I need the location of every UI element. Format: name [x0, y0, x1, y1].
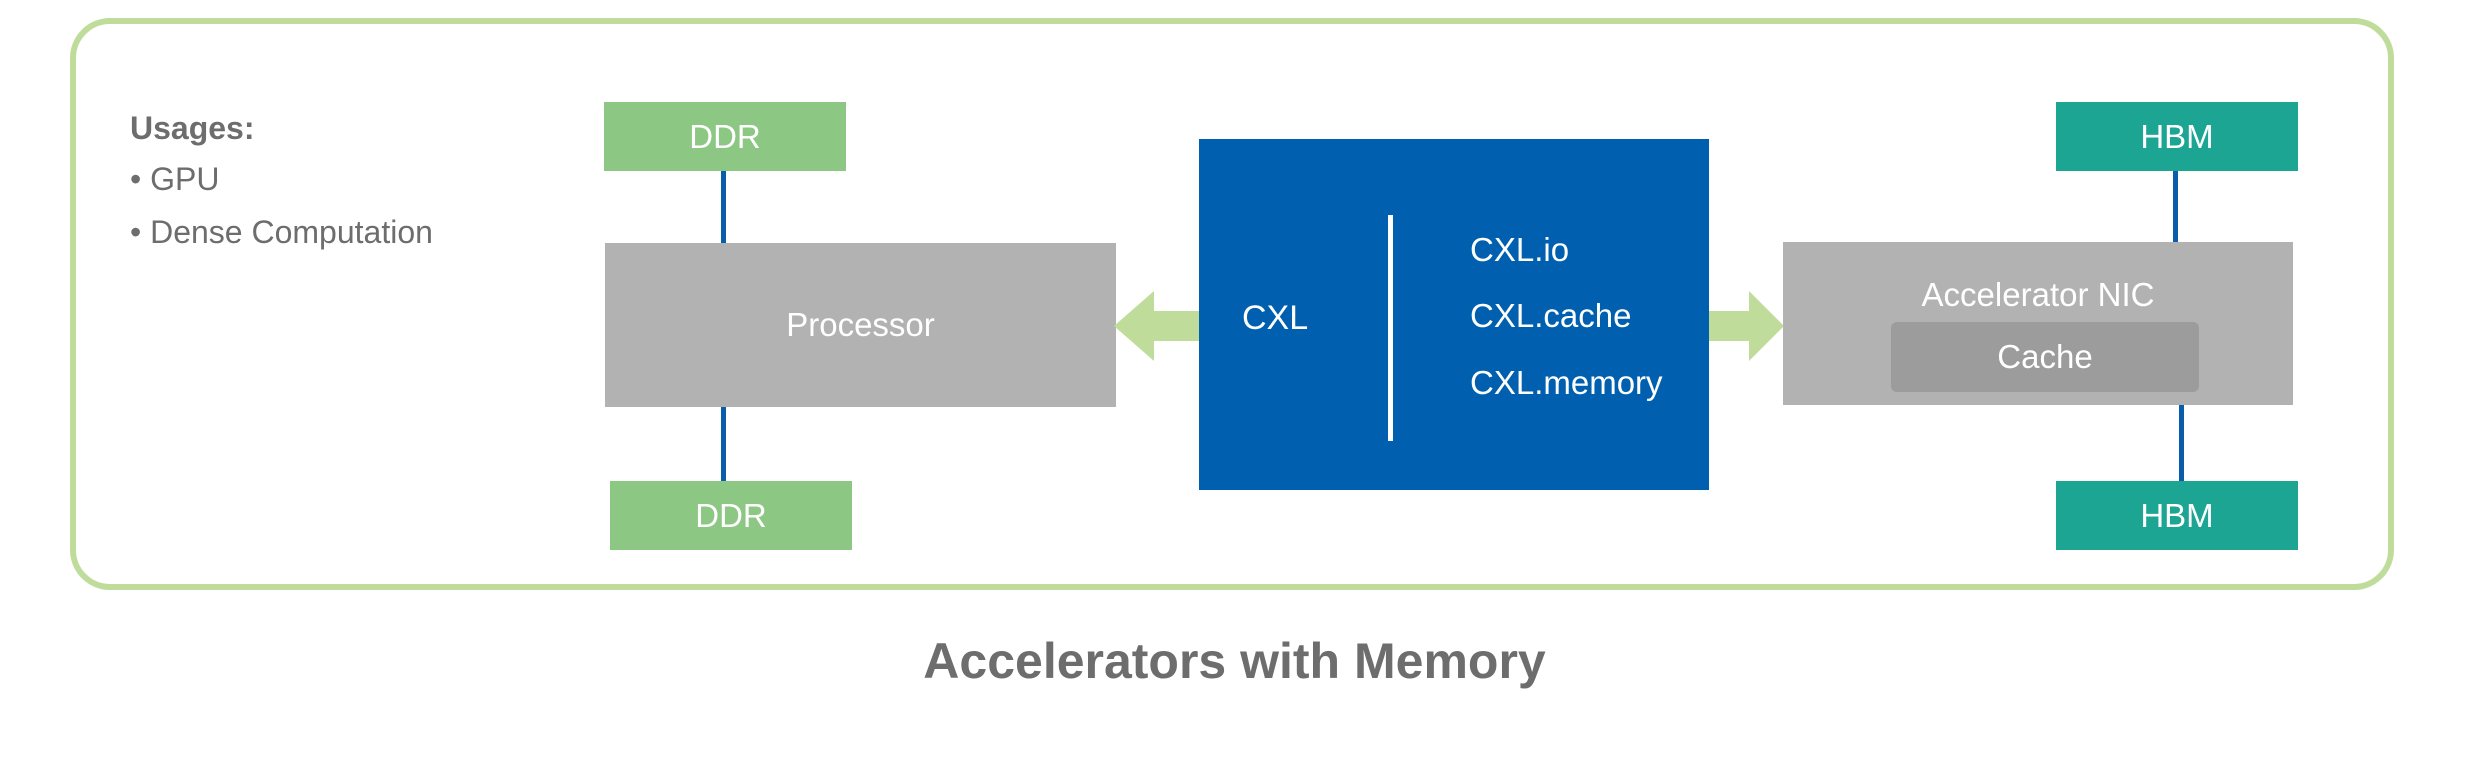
left-arrow-icon — [1114, 291, 1202, 361]
hbm-bottom-connector — [2179, 405, 2184, 481]
hbm-top-box: HBM — [2056, 102, 2298, 171]
cache-box: Cache — [1891, 322, 2199, 392]
hbm-top-connector — [2173, 171, 2178, 242]
usage-item-dense-computation: • Dense Computation — [130, 214, 433, 250]
cxl-divider — [1388, 215, 1393, 441]
diagram-caption: Accelerators with Memory — [923, 633, 1546, 689]
ddr-top-box: DDR — [604, 102, 846, 171]
usages-heading: Usages: — [130, 110, 255, 146]
right-arrow-icon — [1709, 291, 1784, 361]
cxl-label: CXL — [1242, 299, 1309, 337]
processor-label: Processor — [786, 306, 935, 343]
diagram-frame — [70, 18, 2394, 590]
accelerator-nic-title: Accelerator NIC — [1921, 276, 2155, 313]
cxl-protocol-io: CXL.io — [1470, 231, 1570, 268]
ddr-bottom-box: DDR — [610, 481, 852, 550]
ddr-top-connector — [721, 171, 726, 243]
hbm-bottom-box: HBM — [2056, 481, 2298, 550]
ddr-bottom-connector — [721, 407, 726, 481]
usage-item-gpu: • GPU — [130, 161, 220, 197]
cxl-block: CXL CXL.io CXL.cache CXL.memory — [1199, 139, 1709, 490]
usages-panel: Usages: • GPU • Dense Computation — [130, 110, 433, 267]
accelerator-nic-box: Accelerator NIC Cache — [1783, 242, 2293, 405]
cache-label: Cache — [1997, 338, 2093, 375]
processor-box: Processor — [605, 243, 1116, 407]
cxl-protocol-memory: CXL.memory — [1470, 364, 1663, 401]
cxl-protocol-cache: CXL.cache — [1470, 297, 1632, 334]
